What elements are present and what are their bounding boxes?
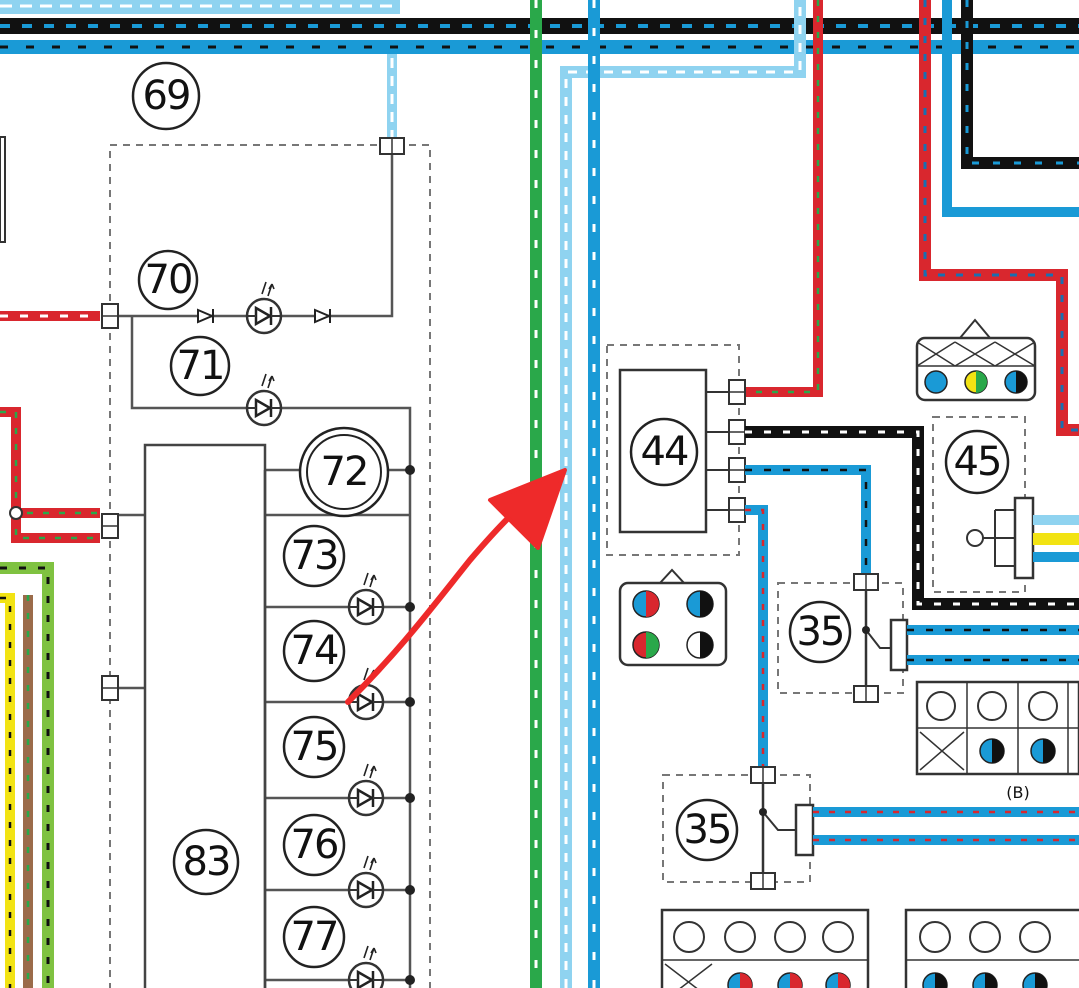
label-45: 45 <box>954 439 1001 485</box>
connector-face-44 <box>618 568 728 667</box>
led-icon <box>347 571 385 626</box>
wires-44 <box>745 426 1079 770</box>
connector-icon <box>853 573 879 591</box>
junction-dots <box>405 465 415 985</box>
connector-block-bottom-left <box>660 908 870 988</box>
component-45-box: 45 <box>932 416 1035 593</box>
connector-icon <box>750 872 776 890</box>
label-74: 74 <box>291 628 338 674</box>
connector-block-bottom-right <box>904 908 1079 988</box>
label-76: 76 <box>291 822 338 868</box>
connector-icon <box>728 457 746 483</box>
label-35-lower: 35 <box>684 807 731 853</box>
led-icon <box>245 280 283 335</box>
label-77: 77 <box>291 914 338 960</box>
component-74: 74 <box>282 619 346 683</box>
left-bottom-wires <box>0 562 54 988</box>
led-icon <box>347 854 385 909</box>
label-72: 72 <box>321 449 368 495</box>
diode-icon <box>197 308 215 324</box>
label-44: 44 <box>641 429 688 475</box>
led-icon <box>347 762 385 817</box>
annotation-arrow-icon <box>345 468 567 705</box>
component-75: 75 <box>282 715 346 779</box>
component-76: 76 <box>282 813 346 877</box>
label-35-upper: 35 <box>797 609 844 655</box>
right-top-wires <box>919 0 1079 436</box>
connector-icon <box>750 766 776 784</box>
connector-icon <box>101 675 119 701</box>
connector-icon <box>728 379 746 405</box>
connector-icon <box>728 497 746 523</box>
component-73: 73 <box>282 524 346 588</box>
component-35-upper: 35 <box>777 582 909 694</box>
connector-face-45 <box>915 318 1037 402</box>
label-71: 71 <box>177 343 224 389</box>
connector-icon <box>379 137 405 155</box>
connector-block-b: (B) <box>915 680 1079 802</box>
label-69: 69 <box>143 73 190 119</box>
component-70: 70 <box>137 249 199 311</box>
component-71: 71 <box>169 335 231 397</box>
component-77: 77 <box>282 905 346 969</box>
wires-35-lower <box>813 807 1079 845</box>
led-icon <box>347 944 385 988</box>
label-70: 70 <box>145 257 192 303</box>
label-83: 83 <box>183 839 230 885</box>
led-icon <box>245 372 283 427</box>
label-73: 73 <box>291 533 338 579</box>
connector-icon <box>101 303 119 329</box>
connector-b-label: (B) <box>1006 783 1029 802</box>
component-69: 69 <box>131 61 201 131</box>
wires-35-upper <box>907 625 1079 665</box>
pins-44 <box>706 391 730 511</box>
component-83: 83 <box>143 443 267 988</box>
wire-red-44 <box>745 0 823 397</box>
component-69-box <box>109 144 431 988</box>
component-72: 72 <box>298 426 390 518</box>
component-44-box: 44 <box>606 344 740 556</box>
left-red-wires <box>0 136 100 543</box>
connector-icon <box>853 685 879 703</box>
label-75: 75 <box>291 724 338 770</box>
diode-icon <box>314 308 332 324</box>
connector-icon <box>728 419 746 445</box>
connector-icon <box>101 513 119 539</box>
component-35-lower: 35 <box>662 774 815 883</box>
wires-45 <box>1033 515 1079 562</box>
